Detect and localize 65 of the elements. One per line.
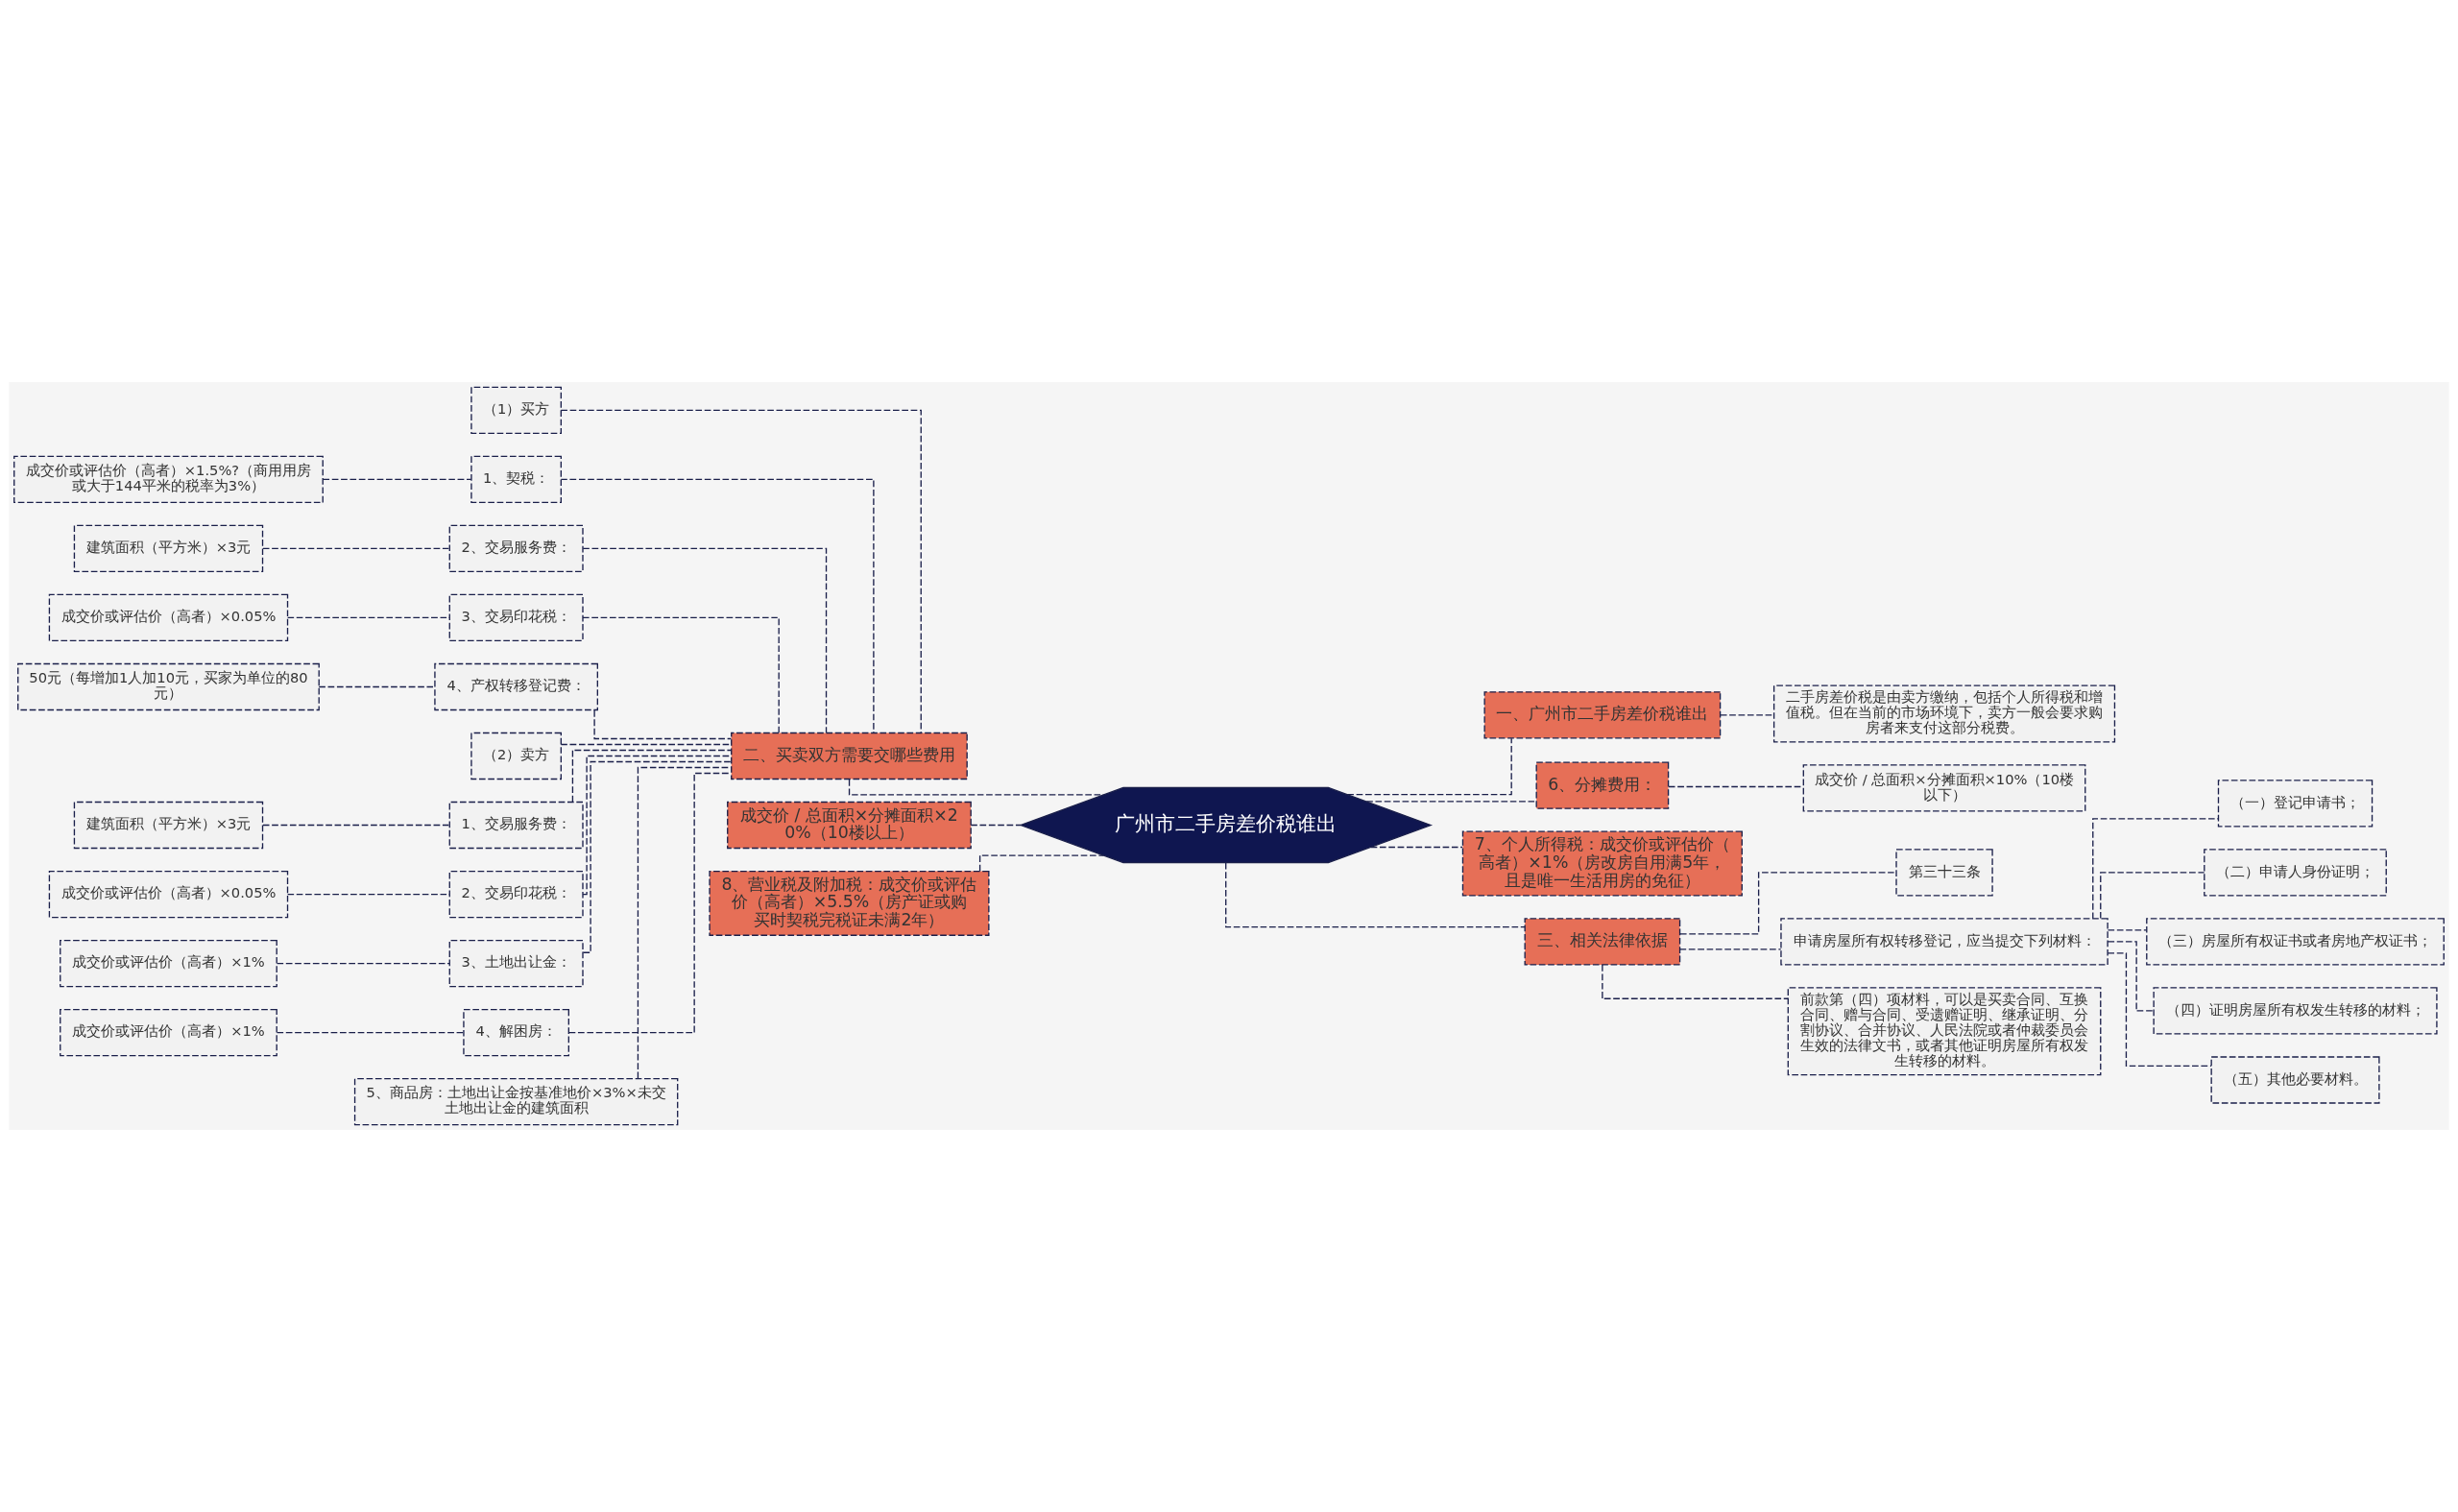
connector <box>262 824 450 827</box>
node-box: 二、买卖双方需要交哪些费用 <box>731 732 968 780</box>
node-box: 8、营业税及附加税：成交价或评估价（高者）×5.5%（房产证或购买时契税完税证未满2年） <box>709 870 990 936</box>
node-box: 1、交易服务费： <box>448 801 584 850</box>
connector <box>318 685 436 688</box>
connector <box>560 478 875 734</box>
node-box: 5、商品房：土地出让金按基准地价×3%×未交土地出让金的建筑面积 <box>353 1077 679 1126</box>
node-box: 成交价 / 总面积×分摊面积×20%（10楼以上） <box>727 801 972 850</box>
node-box: 4、解困房： <box>463 1008 569 1057</box>
node-box: 成交价 / 总面积×分摊面积×10%（10楼以下） <box>1802 764 2086 812</box>
node-box: 4、产权转移登记费： <box>434 662 598 711</box>
node-box: 二手房差价税是由卖方缴纳，包括个人所得税和增值税。但在当前的市场环境下，卖方一般会要求购房者来支付这部分税费。 <box>1772 684 2116 743</box>
node-box: （一）登记申请书； <box>2217 780 2374 828</box>
node-box: （2）卖方 <box>470 732 562 780</box>
node-box: （1）买方 <box>470 386 562 435</box>
node-box: 建筑面积（平方米）×3元 <box>73 801 264 850</box>
node-box: 50元（每增加1人加10元，买家为单位的80元） <box>17 662 320 711</box>
connector <box>637 766 733 1079</box>
connector <box>582 547 828 733</box>
connector <box>1720 714 1774 716</box>
node-box: 建筑面积（平方米）×3元 <box>73 524 264 573</box>
node-box: 1、契税： <box>470 455 562 504</box>
connector <box>1602 964 1789 999</box>
connector <box>276 1031 465 1034</box>
connector <box>322 478 472 481</box>
node-box: 成交价或评估价（高者）×0.05% <box>48 870 289 919</box>
node-box: 6、分摊费用： <box>1535 761 1670 809</box>
node-box: （四）证明房屋所有权发生转移的材料； <box>2153 987 2438 1035</box>
node-box: 成交价或评估价（高者）×1% <box>60 939 277 988</box>
node-box: 三、相关法律依据 <box>1524 918 1681 966</box>
connector <box>2107 941 2155 1012</box>
connector <box>1679 872 1897 935</box>
node-box: 一、广州市二手房差价税谁出 <box>1483 691 1722 739</box>
connector <box>1679 948 1782 950</box>
node-box: 7、个人所得税：成交价或评估价（高者）×1%（房改房自用满5年，且是唯一生活用房的免征） <box>1461 830 1743 897</box>
node-box: 前款第（四）项材料，可以是买卖合同、互换合同、赠与合同、受遗赠证明、继承证明、分割协议、合并协议、人民法院或者仲裁委员会生效的法律文书，或者其他证明房屋所有权发生转移的材料。 <box>1787 987 2102 1076</box>
connector <box>978 854 1105 873</box>
node-box: 2、交易服务费： <box>448 524 584 573</box>
node-box: 成交价或评估价（高者）×1% <box>60 1008 277 1057</box>
connector <box>2107 929 2148 931</box>
connector <box>1346 737 1512 796</box>
node-box: 成交价或评估价（高者）×0.05% <box>48 593 289 642</box>
node-box: 申请房屋所有权转移登记，应当提交下列材料： <box>1780 918 2109 966</box>
connector <box>1370 846 1463 849</box>
connector <box>2100 872 2205 920</box>
connector <box>1365 801 1537 803</box>
node-box: （三）房屋所有权证书或者房地产权证书； <box>2146 918 2445 966</box>
node-box: 第三十三条 <box>1895 849 1993 897</box>
connector <box>276 962 450 965</box>
connector <box>582 616 780 733</box>
connector <box>593 709 733 740</box>
node-box: 成交价或评估价（高者）×1.5%?（商用用房或大于144平米的税率为3%） <box>13 455 324 504</box>
connector <box>262 547 450 550</box>
connector <box>571 749 733 803</box>
connector <box>1225 862 1526 928</box>
connector <box>970 824 1022 827</box>
node-box: 3、土地出让金： <box>448 939 584 988</box>
node-box: 2、交易印花税： <box>448 870 584 919</box>
node-box: （五）其他必要材料。 <box>2210 1056 2380 1104</box>
node-box: 3、交易印花税： <box>448 593 584 642</box>
node-box: （二）申请人身份证明； <box>2204 849 2387 897</box>
connector <box>2107 952 2212 1067</box>
connector <box>2092 818 2219 920</box>
connector <box>560 409 922 733</box>
connector <box>582 760 733 953</box>
